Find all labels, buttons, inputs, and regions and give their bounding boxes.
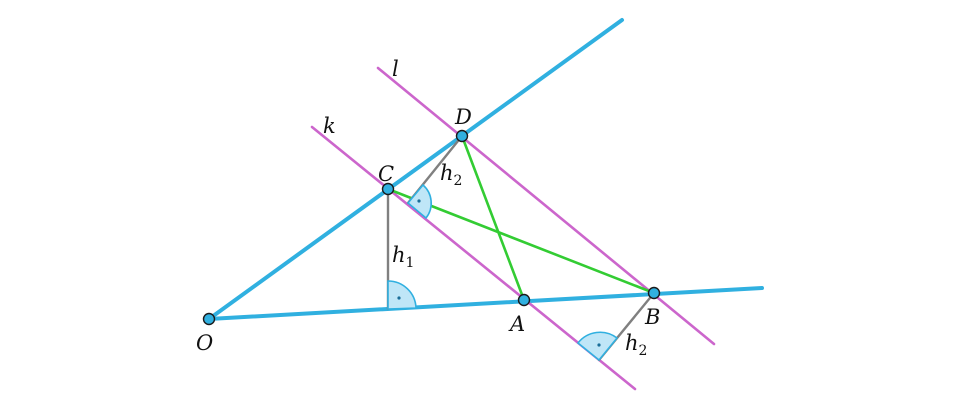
label-h1: h1 — [392, 243, 414, 271]
right-angle-dot-h1 — [397, 296, 401, 300]
label-B: B — [644, 305, 660, 329]
label-O: O — [196, 331, 213, 355]
label-h2-upper: h2 — [440, 161, 462, 189]
point-B — [647, 286, 661, 300]
label-C: C — [378, 162, 394, 186]
point-A — [517, 293, 531, 307]
line-l — [376, 66, 716, 346]
label-D: D — [454, 105, 472, 129]
point-O — [202, 312, 216, 326]
ray-upper — [207, 18, 624, 321]
right-angle-dot-h2-lower — [597, 343, 601, 347]
segment-AD — [460, 134, 526, 302]
label-h2-lower: h2 — [625, 331, 647, 359]
segment-CB — [386, 187, 656, 295]
right-angle-dot-h2-upper — [417, 199, 421, 203]
ray-lower — [207, 286, 764, 321]
right-angle-marker-h2-lower — [576, 331, 619, 362]
point-D — [455, 129, 469, 143]
point-C — [381, 182, 395, 196]
label-A: A — [508, 312, 525, 336]
right-angle-marker-h1 — [387, 280, 417, 310]
label-l: l — [392, 57, 399, 81]
label-k: k — [323, 114, 336, 138]
